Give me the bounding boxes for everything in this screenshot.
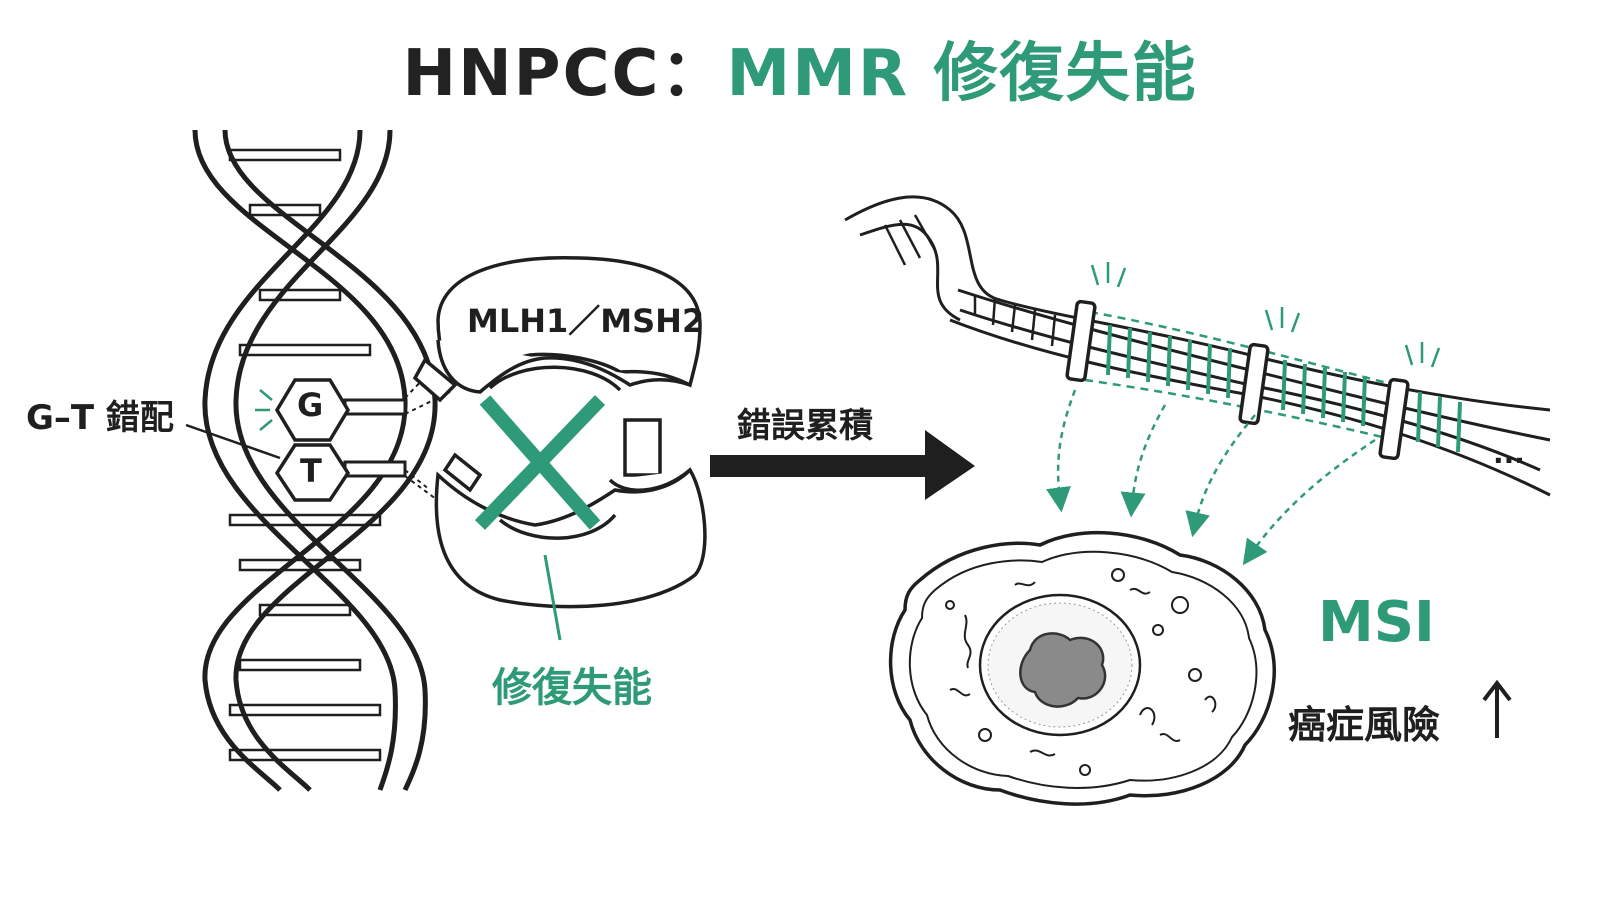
cross-mark-icon (474, 395, 606, 530)
mmr-protein-complex-icon (412, 255, 707, 609)
error-accumulation-label: 錯誤累積 (737, 406, 873, 446)
dna-strand-icon (844, 195, 1551, 497)
repair-failure-label: 修復失能 (492, 665, 652, 711)
t-base-hexagon (274, 443, 351, 502)
g-base-stick (343, 398, 407, 416)
up-arrow-icon (1482, 679, 1512, 738)
strand-ellipsis: ... (1493, 437, 1525, 470)
cancer-risk-label: 癌症風險 (1288, 703, 1441, 747)
title-highlight: MMR 修復失能 (726, 37, 1198, 111)
t-base-stick (343, 460, 407, 478)
page-title: HNPCC：MMR 修復失能 (0, 22, 1600, 114)
mismatch-bases (185, 378, 407, 502)
base-t-label: T (300, 452, 322, 490)
dna-double-helix-icon (192, 129, 438, 792)
g-base-hexagon (274, 378, 351, 442)
tumor-cell-icon (888, 530, 1277, 806)
base-g-label: G (297, 386, 324, 424)
base-pair-rungs (228, 148, 382, 762)
mismatch-label: G–T 錯配 (26, 398, 174, 438)
mismatch-spark-icon (255, 389, 273, 431)
accumulation-arrows (1046, 389, 1376, 566)
repair-failure-pointer (543, 554, 562, 641)
complex-label: MLH1／MSH2 (467, 302, 705, 340)
title-prefix: HNPCC： (402, 37, 727, 111)
right-arrow-icon (710, 430, 975, 500)
msi-label: MSI (1318, 590, 1435, 655)
mismatch-pointer-line (185, 423, 281, 460)
